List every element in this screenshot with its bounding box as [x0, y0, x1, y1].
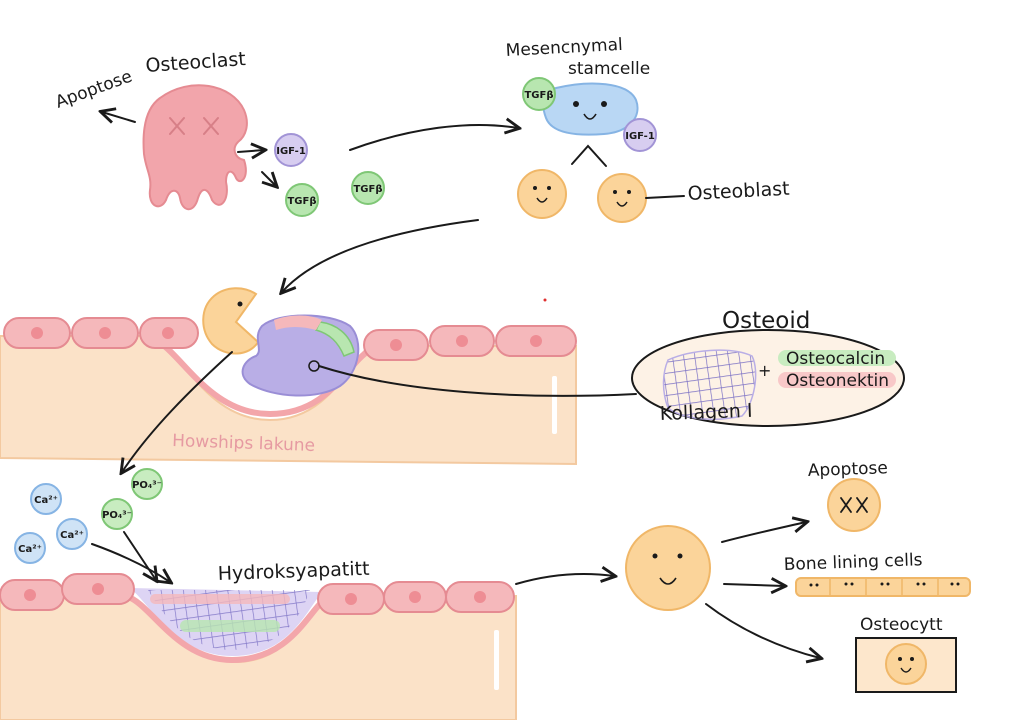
- collagen-mesh: [662, 349, 757, 421]
- lacuna-surface-2: [124, 593, 328, 664]
- osteonektin-highlight: [778, 372, 896, 388]
- stem-cell: [542, 82, 639, 136]
- plus-sign: +: [758, 361, 771, 380]
- svg-text:Ca²⁺: Ca²⁺: [18, 544, 42, 555]
- osteoblast-pacman: [202, 287, 260, 355]
- svg-text:Ca²⁺: Ca²⁺: [34, 495, 58, 506]
- svg-text:TGFβ: TGFβ: [524, 90, 553, 101]
- ca-ion-3: Ca²⁺: [14, 532, 46, 564]
- mineral-arrow-1: [91, 543, 170, 582]
- osteoclast-section: Apoptose Osteoclast IGF-1 TGFβ TGFβ: [53, 48, 385, 217]
- release-arrow-igf: [237, 150, 264, 152]
- arrow-to-minerals: [122, 351, 233, 472]
- hydroksyapatitt-label: Hydroksyapatitt: [217, 558, 369, 585]
- stem-cell-section: Mesencnymal stamcelle TGFβ IGF-1 Osteobl…: [505, 35, 790, 223]
- fate-arrow-lining: [723, 584, 784, 586]
- ca-ion-1: Ca²⁺: [30, 483, 62, 515]
- arrow-to-stem-cell: [349, 125, 518, 151]
- osteoid-pointer-line: [318, 365, 637, 397]
- ca-ion-2: Ca²⁺: [56, 518, 88, 550]
- lining-cell-nuclei-top: [31, 327, 542, 351]
- svg-text:TGFβ: TGFβ: [287, 196, 316, 207]
- mesenchymal-label-1: Mesencnymal: [505, 35, 623, 61]
- apoptose-arrow: [102, 112, 136, 122]
- osteoid-deposit: [314, 321, 355, 357]
- lining-cell-nuclei-bottom: [24, 583, 486, 605]
- osteoblast-cell-1: [517, 169, 567, 219]
- lining-cells-top: [3, 317, 577, 361]
- tgfb-molecule-2: TGFβ: [351, 171, 385, 205]
- osteocalcin-label: Osteocalcin: [786, 349, 885, 369]
- apoptose-top-label: Apoptose: [53, 67, 135, 113]
- dead-eyes-icon: [169, 117, 219, 135]
- bone-highlight-1: [552, 376, 557, 434]
- po4-ion-2: PO₄³⁻: [101, 498, 133, 530]
- svg-text:Ca²⁺: Ca²⁺: [60, 530, 84, 541]
- bone-section-1: Howships lakune: [0, 287, 577, 466]
- kollagen-label: Kollagen I: [659, 400, 752, 425]
- dying-osteoblast: [827, 478, 881, 532]
- minerals-section: Ca²⁺ Ca²⁺ Ca²⁺ PO₄³⁻ PO₄³⁻: [14, 468, 170, 582]
- osteocytt-label: Osteocytt: [860, 615, 943, 635]
- release-arrow-tgf: [261, 171, 276, 186]
- mineral-band-pink: [150, 594, 290, 604]
- howships-label: Howships lakune: [172, 431, 316, 456]
- osteoclast-in-lacuna: [241, 314, 360, 397]
- osteocalcin-highlight: [778, 350, 896, 366]
- tgfb-molecule-1: TGFβ: [285, 183, 319, 217]
- osteoblast-fates: Apoptose Bone lining cells Osteocytt: [625, 458, 971, 693]
- differentiation-lines: [571, 144, 607, 167]
- arrow-to-bone-surface: [282, 219, 479, 292]
- fate-arrow-osteocytt: [705, 603, 820, 658]
- svg-text:PO₄³⁻: PO₄³⁻: [102, 510, 132, 521]
- osteonektin-label: Osteonektin: [786, 371, 889, 391]
- svg-text:TGFβ: TGFβ: [353, 184, 382, 195]
- igf1-molecule-2: IGF-1: [623, 118, 657, 152]
- osteoblast-label: Osteoblast: [687, 178, 790, 205]
- bone-lining-cells: [795, 577, 971, 597]
- tgfb-molecule-3: TGFβ: [522, 77, 556, 111]
- fate-arrow-apoptose: [721, 522, 806, 543]
- svg-text:PO₄³⁻: PO₄³⁻: [132, 480, 162, 491]
- mineral-band-green: [180, 620, 280, 632]
- svg-text:IGF-1: IGF-1: [625, 131, 655, 142]
- red-dot: [543, 298, 547, 302]
- osteoclast-label: Osteoclast: [145, 48, 247, 77]
- osteoid-deposit-pink: [274, 315, 322, 330]
- igf1-molecule-1: IGF-1: [274, 133, 308, 167]
- arrow-to-big-osteoblast: [515, 574, 614, 585]
- osteoclast-cell: [142, 84, 248, 211]
- big-osteoblast: [625, 525, 711, 611]
- osteoid-callout: Osteoid + Osteocalcin Osteonektin Kollag…: [631, 308, 905, 427]
- apoptose-right-label: Apoptose: [807, 458, 888, 481]
- osteocytt-cell: [885, 643, 927, 685]
- mineral-arrow-2: [123, 531, 156, 580]
- po4-ion-1: PO₄³⁻: [131, 468, 163, 500]
- bone-lining-label: Bone lining cells: [783, 550, 922, 575]
- osteoblast-pointer: [645, 195, 685, 199]
- svg-text:IGF-1: IGF-1: [276, 146, 306, 157]
- bone-section-2: Hydroksyapatitt: [0, 558, 517, 720]
- osteoblast-cell-2: [597, 173, 647, 223]
- mesenchymal-label-2: stamcelle: [568, 59, 650, 79]
- bone-highlight-2: [494, 630, 499, 690]
